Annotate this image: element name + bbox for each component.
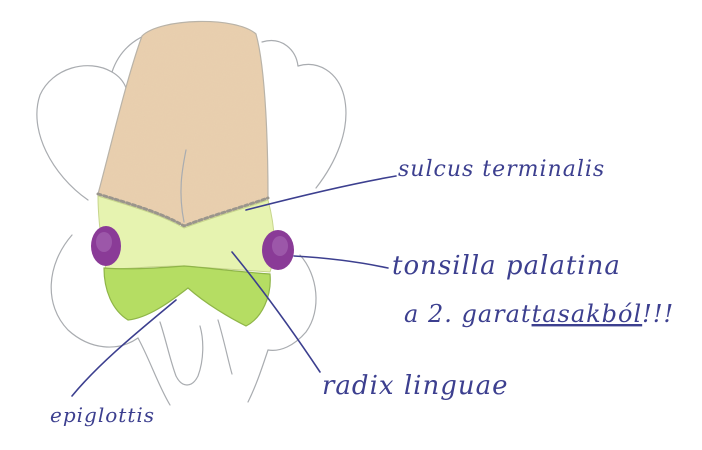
epiglottis-shape — [104, 266, 270, 326]
tonsil-left — [91, 226, 121, 266]
note-underlined: tasakból — [532, 300, 643, 328]
tonsil-right — [262, 230, 294, 270]
label-sulcus-terminalis: sulcus terminalis — [398, 157, 605, 182]
label-epiglottis: epiglottis — [50, 403, 155, 427]
note-prefix: a 2. garat — [404, 300, 532, 328]
laryngeal-outline — [160, 320, 232, 385]
label-tonsilla-note: a 2. garattasakból!!! — [404, 300, 674, 328]
label-tonsilla-palatina: tonsilla palatina — [392, 251, 621, 281]
label-radix-linguae: radix linguae — [322, 371, 508, 401]
note-suffix: !!! — [642, 300, 674, 328]
